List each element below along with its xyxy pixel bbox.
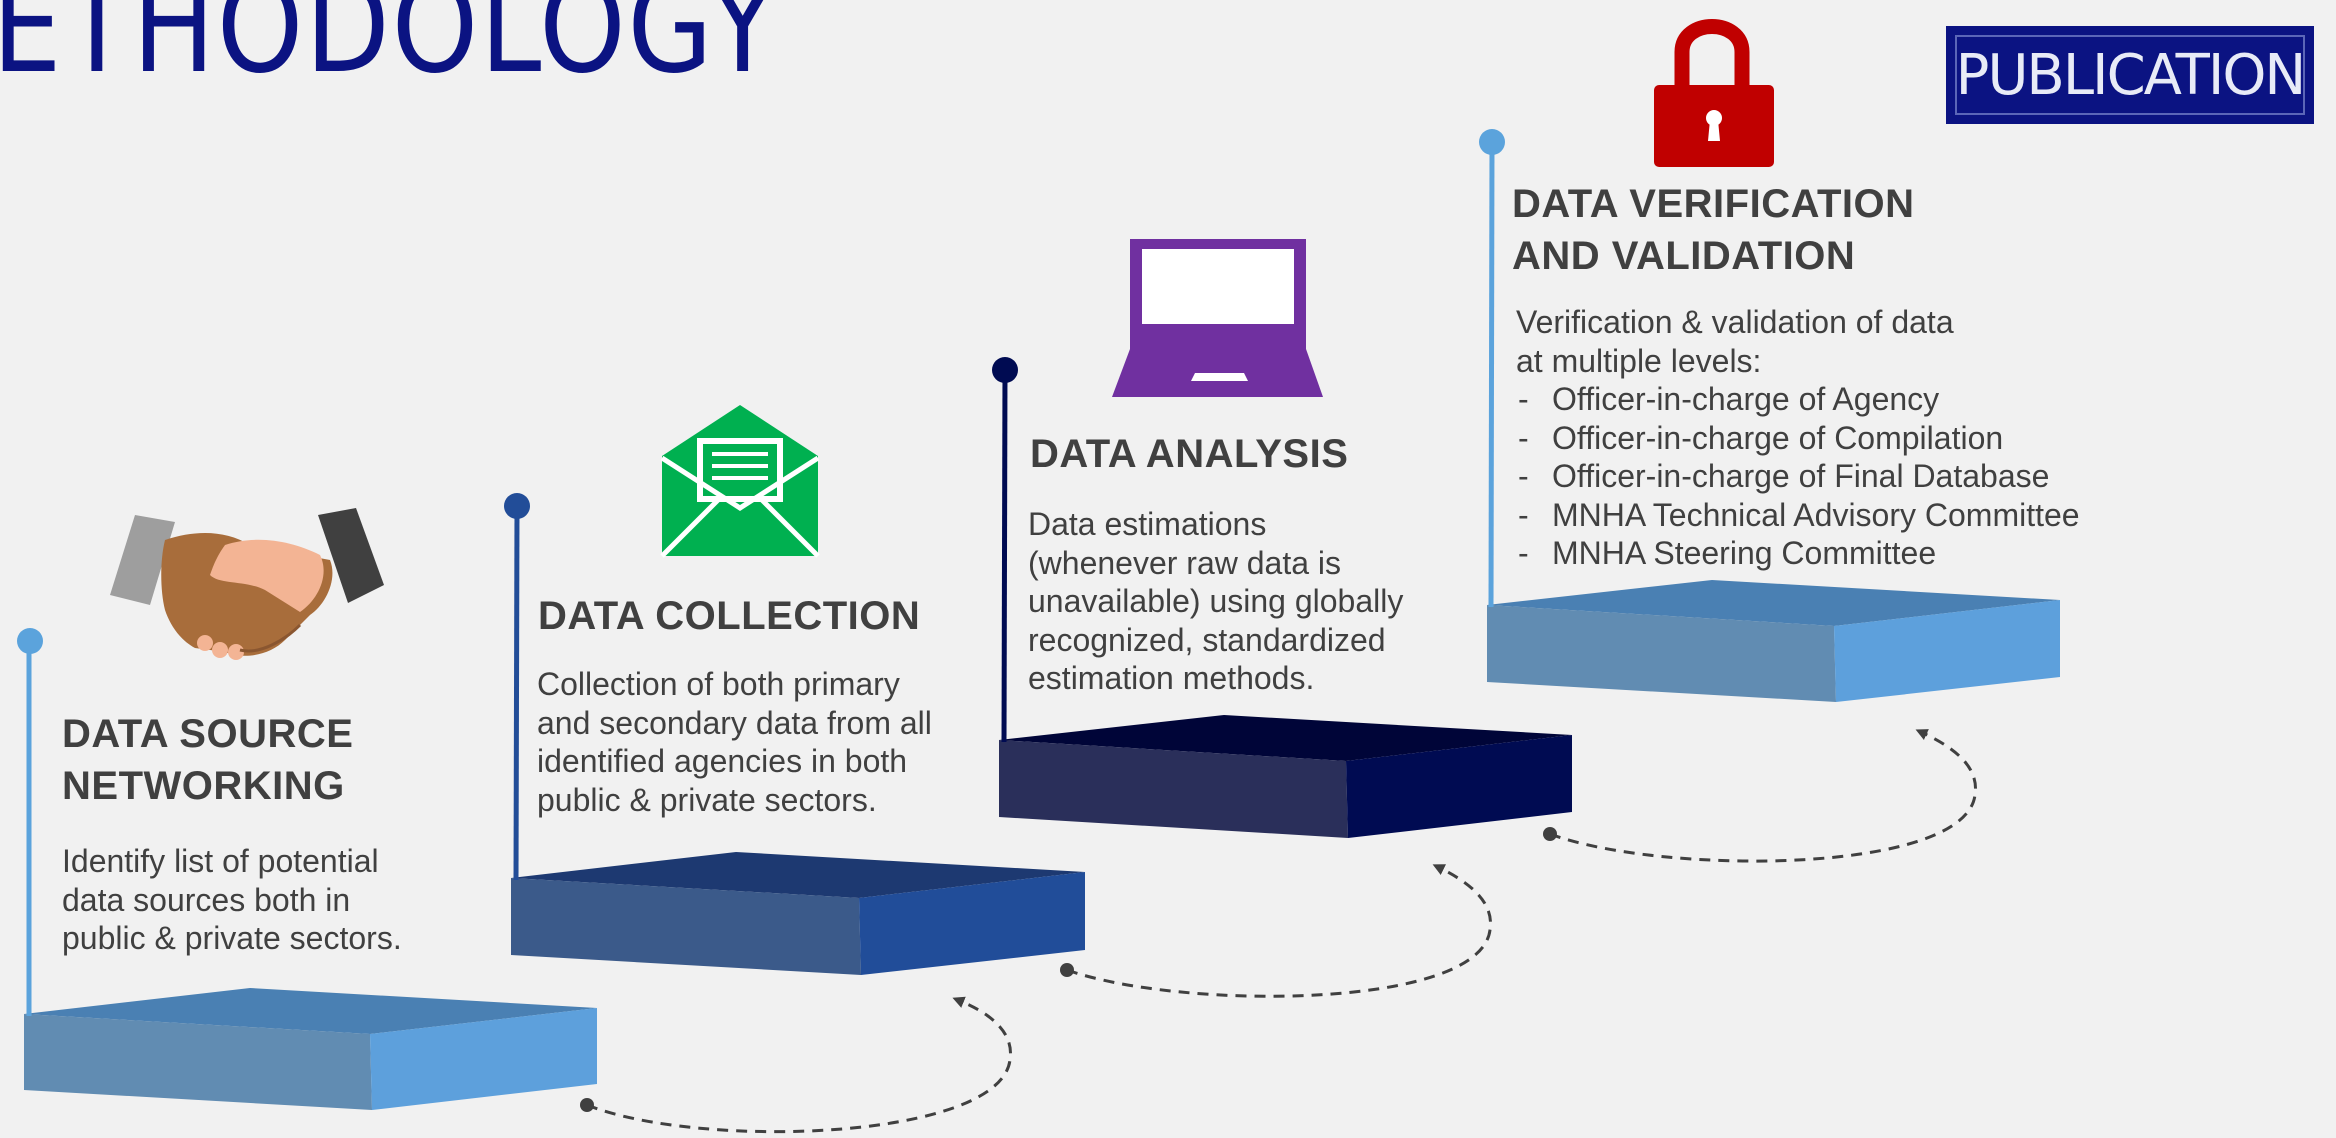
description-line: estimation methods. [1028,660,1315,696]
laptop-icon [1112,239,1323,397]
envelope-icon [660,405,820,558]
arrow-step-2-to-3 [1060,864,1493,998]
page-title: ETHODOLOGY [0,0,778,102]
description-line: identified agencies in both [537,743,908,779]
description-line: Collection of both primary [537,666,900,702]
step-1-title: DATA SOURCE NETWORKING [62,708,353,812]
arrow-step-3-to-4 [1543,729,1978,863]
description-line: Identify list of potential [62,843,379,879]
pin-step-3 [992,357,1018,743]
pin-step-1 [17,628,43,1016]
step-4-description: Verification & validation of data at mul… [1516,303,2080,573]
step-3-title: DATA ANALYSIS [1030,428,1348,480]
description-line: Data estimations [1028,506,1267,542]
platform-step-2 [511,852,1085,975]
pin-step-2 [504,493,530,881]
list-item: Officer-in-charge of Agency [1516,380,2080,419]
description-line: at multiple levels: [1516,342,1762,379]
step-4-title: DATA VERIFICATION AND VALIDATION [1512,178,1915,282]
step-1-description: Identify list of potential data sources … [62,842,402,958]
description-line: (whenever raw data is [1028,544,1342,581]
step-3-title-line-1: DATA ANALYSIS [1030,432,1349,476]
step-4-title-line-2: AND VALIDATION [1512,234,1856,278]
description-line: unavailable) using globally [1028,583,1404,619]
list-item: Officer-in-charge of Compilation [1516,419,2080,458]
step-4-title-line-1: DATA VERIFICATION [1512,182,1915,226]
step-2-title-line-1: DATA COLLECTION [538,594,921,638]
description-line: recognized, standardized [1028,621,1386,658]
platform-step-4 [1487,580,2060,702]
description-line: data sources both in [62,881,351,918]
step-2-description: Collection of both primary and secondary… [537,665,932,819]
step-1-title-line-1: DATA SOURCE [62,712,354,756]
validation-levels-list: Officer-in-charge of Agency Officer-in-c… [1516,380,2080,573]
step-3-description: Data estimations (whenever raw data is u… [1028,505,1403,698]
description-line: public & private sectors. [62,920,402,956]
step-1-title-line-2: NETWORKING [62,764,345,808]
list-item: Officer-in-charge of Final Database [1516,457,2080,496]
description-line: and secondary data from all [537,704,932,741]
description-line: Verification & validation of data [1516,304,1954,340]
list-item: MNHA Steering Committee [1516,534,2080,573]
list-item: MNHA Technical Advisory Committee [1516,496,2080,535]
publication-button-label: PUBLICATION [1955,42,2307,108]
publication-button[interactable]: PUBLICATION [1946,26,2314,124]
description-line: public & private sectors. [537,781,877,818]
arrow-step-1-to-2 [580,996,1013,1134]
pin-step-4 [1479,129,1505,608]
padlock-icon [1654,19,1774,167]
step-2-title: DATA COLLECTION [538,590,920,642]
handshake-icon [110,508,384,660]
platform-step-3 [999,715,1572,838]
platform-step-1 [24,988,597,1110]
